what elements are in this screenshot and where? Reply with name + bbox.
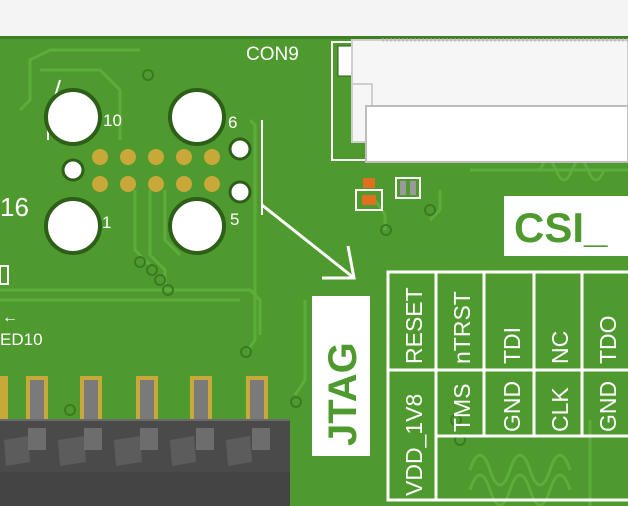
jtag-pin-label: GND	[499, 381, 525, 432]
pin-1-label: 1	[102, 213, 111, 232]
jtag-pin-label: CLK	[547, 387, 573, 432]
jtag-top-row: RESET nTRST TDI NC TDO	[401, 287, 621, 364]
pin-10-label: 10	[103, 111, 122, 130]
connector-label: CON9	[246, 44, 299, 65]
led-pad	[0, 265, 9, 285]
csi-label-box: CSI_	[504, 196, 628, 256]
jtag-pin-label: VDD_1V8	[401, 394, 427, 496]
jtag-pin-label: nTRST	[449, 291, 475, 364]
jtag-pin-label: GND	[595, 381, 621, 432]
pin-6-label: 6	[228, 113, 237, 132]
jtag-pointer-arrow	[261, 203, 356, 280]
pin-header	[0, 376, 290, 506]
led-label: ED10	[0, 330, 43, 349]
csi-ribbon-connector	[331, 38, 628, 163]
jtag-pinout-table	[386, 270, 628, 502]
jtag-pin-label: TMS	[449, 383, 475, 432]
pin-5-label: 5	[230, 210, 239, 229]
jtag-gold-pads	[92, 149, 220, 192]
vias	[64, 69, 466, 446]
jtag-pin-label: RESET	[401, 287, 427, 364]
smd-components	[355, 177, 421, 211]
jtag-pin-label: NC	[547, 331, 573, 364]
mounting-holes	[44, 88, 252, 255]
jtag-pin-label: TDO	[595, 315, 621, 364]
csi-label: CSI_	[514, 204, 608, 251]
ref-designator-partial: 16	[0, 192, 29, 222]
jtag-pin-label: TDI	[499, 327, 525, 364]
jtag-label-box: JTAG	[312, 296, 370, 456]
jtag-label: JTAG	[321, 342, 365, 446]
jtag-bottom-row: VDD_1V8 TMS GND CLK GND	[401, 381, 621, 496]
led-arrow: ←	[2, 309, 18, 326]
